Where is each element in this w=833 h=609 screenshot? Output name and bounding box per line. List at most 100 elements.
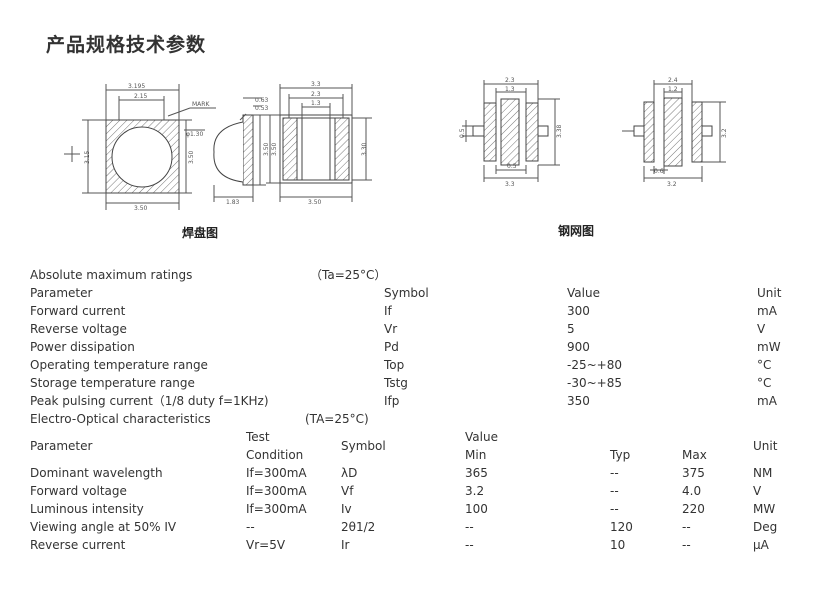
abs-value: 900	[567, 340, 590, 354]
abs-parameter: Operating temperature range	[30, 358, 208, 372]
dim-st2-32: 3.2	[721, 128, 728, 138]
eo-max: 4.0	[682, 484, 702, 498]
eo-unit: NM	[753, 466, 773, 480]
electro-header-unit: Unit	[753, 439, 778, 453]
stencil-view-1	[462, 80, 560, 182]
abs-parameter: Reverse voltage	[30, 322, 127, 336]
abs-value: -25~+80	[567, 358, 622, 372]
dim-215: 2.15	[134, 93, 148, 100]
electro-header-condition: Condition	[246, 448, 304, 462]
caption-stencil: 钢网图	[558, 224, 595, 238]
abs-header-symbol: Symbol	[384, 286, 429, 300]
dim-350-right: 3.50	[188, 150, 195, 164]
dim-33: 3.3	[311, 81, 321, 88]
electro-header-min: Min	[465, 448, 487, 462]
dim-st2-06: 0.6	[654, 168, 664, 175]
abs-symbol: Tstg	[384, 376, 408, 390]
eo-typ: --	[610, 466, 619, 480]
eo-min: 3.2	[465, 484, 485, 498]
abs-unit: V	[757, 322, 766, 336]
eo-typ: --	[610, 502, 619, 516]
eo-max: 375	[682, 466, 705, 480]
dim-053: 0.53	[255, 105, 269, 112]
abs-parameter: Peak pulsing current（1/8 duty f=1KHz)	[30, 394, 269, 408]
eo-symbol: λD	[341, 466, 358, 480]
electro-header-max: Max	[682, 448, 707, 462]
abs-value: 350	[567, 394, 590, 408]
eo-condition: Vr=5V	[246, 538, 286, 552]
abs-parameter: Storage temperature range	[30, 376, 195, 390]
eo-symbol: 2θ1/2	[341, 520, 376, 534]
eo-max: --	[682, 520, 691, 534]
led-front-view	[266, 84, 372, 202]
dim-063: 0.63	[255, 97, 269, 104]
abs-unit: mA	[757, 304, 777, 318]
electro-header-test: Test	[246, 430, 270, 444]
abs-value: 5	[567, 322, 575, 336]
eo-condition: If=300mA	[246, 466, 307, 480]
led-side-view	[213, 97, 266, 202]
eo-unit: μA	[753, 538, 769, 552]
dim-st1-bot05: 0.5	[507, 163, 517, 170]
abs-unit: mA	[757, 394, 777, 408]
dim-st2-bot32: 3.2	[667, 181, 677, 188]
mark-label: MARK	[192, 101, 210, 108]
abs-symbol: Top	[384, 358, 405, 372]
dim-315: 3.15	[84, 150, 91, 164]
eo-min: --	[465, 538, 474, 552]
abs-symbol: Pd	[384, 340, 399, 354]
abs-header-value: Value	[567, 286, 600, 300]
caption-solder-pad: 焊盘图	[182, 226, 219, 240]
eo-min: 365	[465, 466, 488, 480]
eo-symbol: Ir	[341, 538, 350, 552]
electro-header-typ: Typ	[610, 448, 631, 462]
electro-header-symbol: Symbol	[341, 439, 386, 453]
dim-front-330: 3.30	[361, 142, 368, 156]
eo-min: --	[465, 520, 474, 534]
dim-st1-338: 3.38	[556, 124, 563, 138]
stencil-view-2	[622, 80, 726, 182]
abs-parameter: Forward current	[30, 304, 126, 318]
electro-header-value: Value	[465, 430, 498, 444]
electro-heading: Electro-Optical characteristics	[30, 412, 211, 426]
abs-header-parameter: Parameter	[30, 286, 93, 300]
dim-st2-24: 2.4	[668, 77, 678, 84]
electro-header-parameter: Parameter	[30, 439, 93, 453]
eo-typ: 10	[610, 538, 626, 552]
dim-350-bottom: 3.50	[134, 205, 148, 212]
dim-st1-13: 1.3	[505, 86, 515, 93]
dim-st1-bot33: 3.3	[505, 181, 515, 188]
eo-symbol: Vf	[341, 484, 354, 498]
eo-symbol: Iv	[341, 502, 352, 516]
eo-unit: Deg	[753, 520, 778, 534]
eo-min: 100	[465, 502, 488, 516]
dim-side-350: 3.50	[263, 142, 270, 156]
eo-condition: --	[246, 520, 255, 534]
abs-symbol: Vr	[384, 322, 398, 336]
abs-symbol: Ifp	[384, 394, 400, 408]
eo-unit: MW	[753, 502, 776, 516]
abs-value: 300	[567, 304, 590, 318]
led-top-view	[64, 84, 216, 210]
eo-parameter: Luminous intensity	[30, 502, 144, 516]
eo-condition: If=300mA	[246, 484, 307, 498]
eo-condition: If=300mA	[246, 502, 307, 516]
eo-parameter: Forward voltage	[30, 484, 127, 498]
abs-parameter: Power dissipation	[30, 340, 135, 354]
abs-max-condition: （Ta=25°C）	[310, 268, 387, 282]
eo-parameter: Dominant wavelength	[30, 466, 163, 480]
dim-st1-23: 2.3	[505, 77, 515, 84]
dim-dia: φ1.30	[186, 131, 204, 138]
dim-23: 2.3	[311, 91, 321, 98]
electro-condition: (TA=25°C)	[305, 412, 369, 426]
abs-unit: mW	[757, 340, 781, 354]
eo-parameter: Viewing angle at 50% IV	[30, 520, 177, 534]
technical-drawings: 3.195 2.15 MARK φ1.30 3.15 3.50 3.50 0.6…	[64, 77, 728, 212]
abs-unit: °C	[757, 358, 772, 372]
eo-parameter: Reverse current	[30, 538, 126, 552]
abs-max-heading: Absolute maximum ratings	[30, 268, 193, 282]
dim-13: 1.3	[311, 100, 321, 107]
page-title: 产品规格技术参数	[46, 34, 207, 56]
dim-st2-12: 1.2	[668, 86, 678, 93]
abs-symbol: If	[384, 304, 392, 318]
